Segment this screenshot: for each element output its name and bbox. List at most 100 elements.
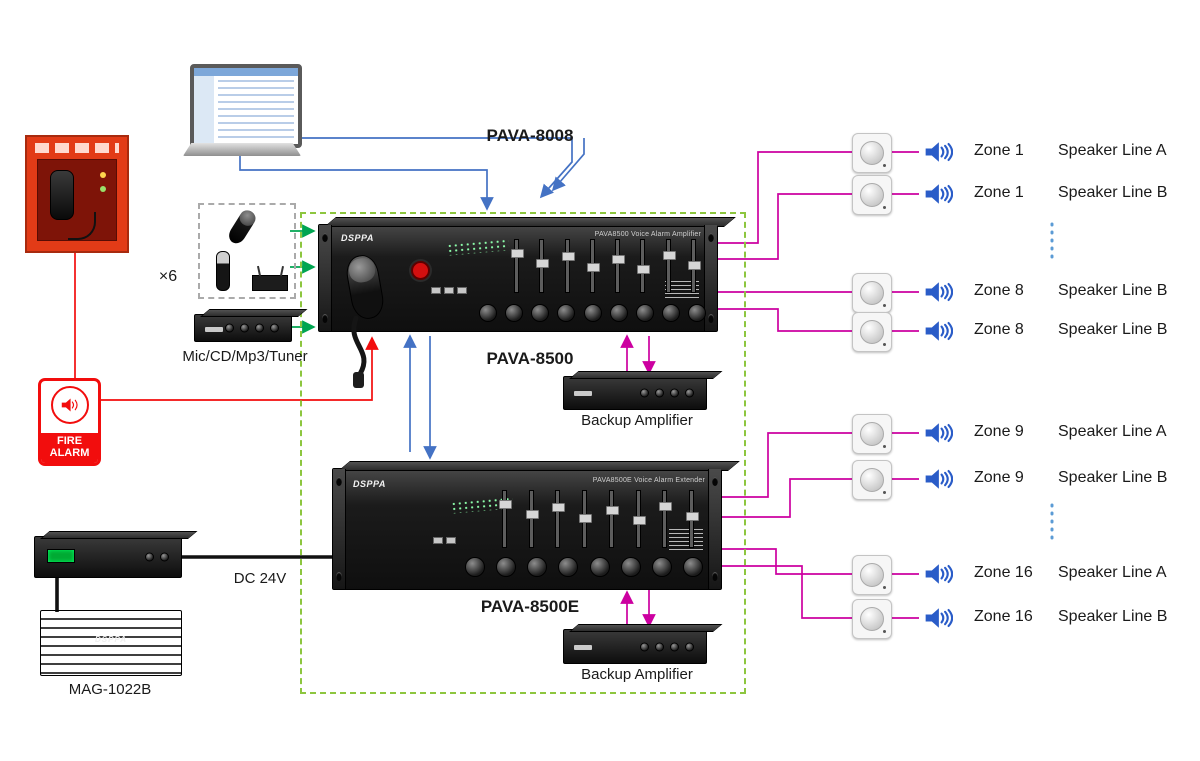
volume-knob <box>860 183 884 207</box>
slider <box>579 491 593 547</box>
slider <box>659 491 673 547</box>
zone-label: Zone 9 <box>974 469 1024 486</box>
knob <box>609 304 628 322</box>
knob <box>589 557 610 577</box>
system-boundary-box <box>300 212 746 694</box>
laptop-keyboard <box>183 143 301 156</box>
knob <box>505 304 524 322</box>
knob <box>583 304 602 322</box>
power-supply-unit <box>34 531 198 578</box>
zone-row: Zone 1 Speaker Line A <box>852 132 1196 173</box>
pava-8500e-extender-unit: DSPPA PAVA8500E Voice Alarm Extender <box>332 461 740 590</box>
slider <box>552 491 566 547</box>
zone-row: Zone 8 Speaker Line B <box>852 272 1196 313</box>
wireless-receiver-icon <box>252 275 288 291</box>
pava-8008-label: PAVA-8008 <box>486 126 574 145</box>
speaker-line-label: Speaker Line A <box>1058 564 1167 581</box>
fire-panel-led <box>100 172 106 178</box>
slider <box>536 240 550 292</box>
rack-ear <box>319 225 332 331</box>
fire-sign-line2: ALARM <box>49 447 90 460</box>
speaker-line-label: Speaker Line B <box>1058 469 1168 486</box>
zone-label: Zone 1 <box>974 184 1024 201</box>
knob <box>682 557 703 577</box>
slider <box>687 240 701 292</box>
mag-1022b-unit: DSPPA <box>40 610 182 676</box>
zone-label: Zone 9 <box>974 423 1024 440</box>
knob <box>496 557 517 577</box>
zone-sliders <box>499 491 699 547</box>
slider <box>561 240 575 292</box>
volume-control <box>852 175 892 215</box>
volume-knob <box>860 563 884 587</box>
speaker-line-label: Speaker Line B <box>1058 608 1168 625</box>
emergency-button <box>411 261 430 280</box>
volume-control <box>852 273 892 313</box>
fire-panel-door <box>37 159 117 241</box>
tuner-logo <box>205 326 223 332</box>
volume-knob <box>860 320 884 344</box>
slider <box>632 491 646 547</box>
fire-panel-label-strip <box>35 143 119 153</box>
knob <box>651 557 672 577</box>
zone-row: Zone 16 Speaker Line B <box>852 598 1196 639</box>
knob <box>661 304 680 322</box>
rack-title-text: PAVA8500E Voice Alarm Extender <box>592 477 705 484</box>
device-top-face <box>569 371 723 379</box>
speaker-icon <box>923 182 954 211</box>
device-logo <box>574 644 592 650</box>
rack-ear <box>704 225 717 331</box>
silk-screen-text <box>669 529 703 551</box>
tuner-buttons <box>225 323 279 333</box>
zone-label: Zone 8 <box>974 282 1024 299</box>
fire-alarm-sign-text: FIRE ALARM <box>41 432 98 463</box>
zone-label: Zone 1 <box>974 142 1024 159</box>
slider <box>605 491 619 547</box>
knob <box>688 304 706 322</box>
laptop-window-content <box>218 80 294 140</box>
slider <box>685 491 699 547</box>
zone-sliders <box>511 240 701 292</box>
speaker-icon <box>923 140 954 169</box>
backup-amplifier-2-label: Backup Amplifier <box>581 666 693 683</box>
tuner-top-face <box>200 309 308 317</box>
wireless-microphone-icon <box>216 251 230 291</box>
paging-microphone <box>343 252 387 322</box>
knob <box>479 304 497 322</box>
silk-screen-text <box>665 281 699 299</box>
zone-label: Zone 16 <box>974 608 1033 625</box>
brand-logo: DSPPA <box>95 635 127 644</box>
laptop-window-titlebar <box>194 68 298 76</box>
speaker-icon <box>923 319 954 348</box>
volume-control <box>852 599 892 639</box>
mic-count-label: ×6 <box>158 268 178 285</box>
volume-control <box>852 312 892 352</box>
speaker-icon <box>923 562 954 591</box>
tuner-device <box>194 309 308 342</box>
knob <box>558 557 579 577</box>
rack-title-text: PAVA8500 Voice Alarm Amplifier <box>594 231 701 238</box>
fire-alarm-panel <box>25 135 129 253</box>
volume-knob <box>860 422 884 446</box>
rack-top-face <box>338 461 740 471</box>
slider <box>586 240 600 292</box>
psu-display <box>47 549 75 563</box>
volume-knob <box>860 141 884 165</box>
knob <box>465 557 485 577</box>
backup-amplifier-1-label: Backup Amplifier <box>581 412 693 429</box>
device-top-face <box>569 624 723 632</box>
speaker-line-label: Speaker Line B <box>1058 321 1168 338</box>
volume-knob <box>860 281 884 305</box>
knob <box>620 557 641 577</box>
laptop-window-sidebar <box>194 76 214 144</box>
zone-row: Zone 8 Speaker Line B <box>852 311 1196 352</box>
zone-knobs <box>465 557 703 577</box>
led-indicator-arc <box>446 238 510 256</box>
speaker-line-label: Speaker Line B <box>1058 184 1168 201</box>
device-logo <box>574 391 592 397</box>
volume-knob <box>860 607 884 631</box>
fire-panel-mic-cord <box>68 212 96 240</box>
wired-microphone-icon <box>225 207 259 247</box>
speaker-icon <box>923 467 954 496</box>
